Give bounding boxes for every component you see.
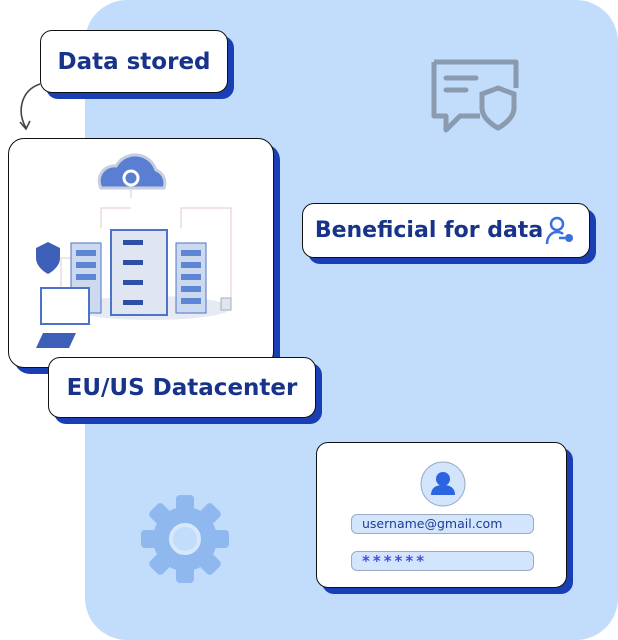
settings-gear-icon <box>141 495 229 583</box>
datacenter-label: EU/US Datacenter <box>48 357 316 418</box>
password-field[interactable]: ****** <box>351 551 534 571</box>
chat-shield-icon <box>431 59 519 133</box>
beneficial-label: Beneficial for data <box>302 203 590 258</box>
user-key-icon <box>545 216 574 244</box>
server-illustration <box>36 153 232 348</box>
avatar-icon <box>420 461 466 507</box>
login-card: username@gmail.com ****** <box>316 442 567 588</box>
curved-arrow-icon <box>19 83 41 131</box>
datacenter-card <box>8 138 274 368</box>
email-field[interactable]: username@gmail.com <box>351 514 534 534</box>
beneficial-text: Beneficial for data <box>314 218 544 243</box>
data-stored-label: Data stored <box>40 30 228 93</box>
